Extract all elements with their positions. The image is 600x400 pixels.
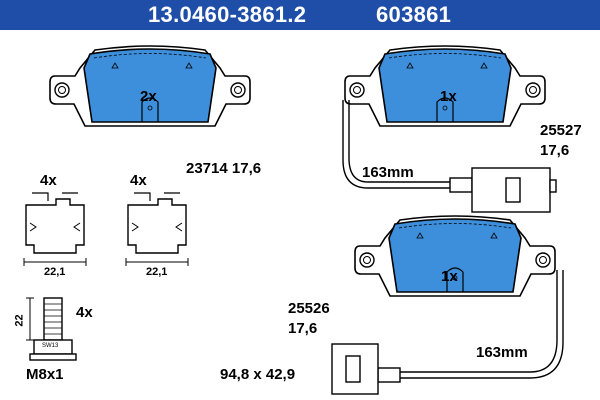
reference-number: 603861 bbox=[376, 2, 452, 27]
pad-quantity-top-right: 1x bbox=[440, 88, 457, 105]
wear-sensor-bottom bbox=[331, 270, 564, 395]
pad-quantity-top-left: 2x bbox=[140, 88, 157, 105]
clip-width-right: 22,1 bbox=[146, 266, 168, 278]
pad-dimensions: 94,8 x 42,9 bbox=[220, 366, 296, 383]
clip-width-left: 22,1 bbox=[44, 266, 66, 278]
pad-part-top-right: 25527 bbox=[540, 122, 582, 139]
clip-left bbox=[25, 192, 85, 254]
pad-thickness-top-right: 17,6 bbox=[540, 142, 570, 159]
clip-quantity-left: 4x bbox=[40, 172, 57, 189]
bolt-length: 22 bbox=[13, 314, 26, 327]
title-bar: 13.0460-3861.2 603861 bbox=[0, 0, 600, 30]
brake-pad-top-left bbox=[49, 45, 251, 127]
pad-part-bottom-right: 25526 bbox=[288, 300, 330, 317]
clip-quantity-right: 4x bbox=[130, 172, 147, 189]
brake-pad-top-right bbox=[344, 45, 546, 127]
sensor-length-bottom: 163mm bbox=[476, 344, 528, 361]
pad-part-top-left: 23714 17,6 bbox=[186, 160, 262, 177]
bolt bbox=[26, 297, 77, 361]
clip-right bbox=[127, 192, 187, 254]
pad-thickness-bottom-right: 17,6 bbox=[288, 320, 318, 337]
wear-sensor-top bbox=[342, 100, 557, 213]
bolt-wrench-size: SW13 bbox=[42, 343, 59, 349]
sensor-length-top: 163mm bbox=[362, 164, 414, 181]
bolt-thread: M8x1 bbox=[26, 366, 64, 383]
pad-quantity-bottom-right: 1x bbox=[441, 268, 458, 285]
bolt-quantity: 4x bbox=[76, 304, 93, 321]
part-number: 13.0460-3861.2 bbox=[148, 2, 307, 27]
